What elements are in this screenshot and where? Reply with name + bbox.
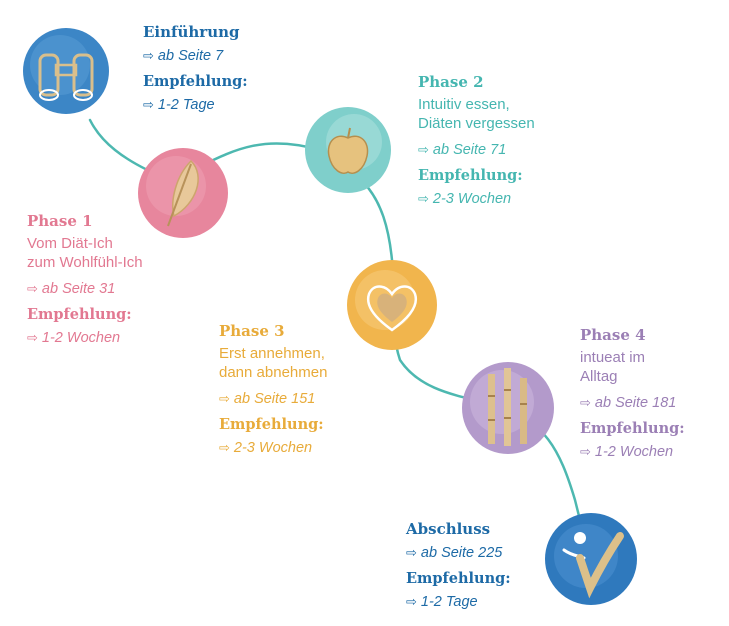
feather-icon <box>138 148 228 238</box>
outro-circle <box>542 510 640 608</box>
phase3-circle <box>345 258 439 352</box>
phase4-desc: intueat im Alltag <box>580 349 646 385</box>
phase2-rec-label: Empfehlung: <box>418 167 523 184</box>
outro-block: Abschluss ⇨ab Seite 225 Empfehlung: ⇨1-2… <box>406 518 511 614</box>
outro-rec-label: Empfehlung: <box>406 570 511 587</box>
phase1-page: ⇨ab Seite 31 <box>27 281 116 297</box>
bamboo-icon <box>462 362 554 454</box>
phase4-circle <box>460 360 556 456</box>
arrow-icon: ⇨ <box>418 142 429 157</box>
arrow-icon: ⇨ <box>219 391 230 406</box>
phase1-rec: ⇨1-2 Wochen <box>27 330 121 346</box>
phase4-title: Phase 4 <box>580 326 646 344</box>
phase1-desc: Vom Diät-Ich zum Wohlfühl-Ich <box>27 235 143 271</box>
arrow-icon: ⇨ <box>580 444 591 459</box>
phase1-title: Phase 1 <box>27 212 93 230</box>
phase4-rec-label: Empfehlung: <box>580 420 685 437</box>
phase3-title: Phase 3 <box>219 322 285 340</box>
phase3-block: Phase 3 Erst annehmen, dann abnehmen ⇨ab… <box>219 320 327 460</box>
phase4-page: ⇨ab Seite 181 <box>580 395 677 411</box>
phase2-rec: ⇨2-3 Wochen <box>418 191 512 207</box>
phase2-circle <box>302 104 394 196</box>
arrow-icon: ⇨ <box>143 48 154 63</box>
arrow-icon: ⇨ <box>418 191 429 206</box>
phase3-page: ⇨ab Seite 151 <box>219 391 316 407</box>
phase1-circle <box>136 146 230 240</box>
intro-block: Einführung ⇨ab Seite 7 Empfehlung: ⇨1-2 … <box>143 21 248 117</box>
phase3-rec-label: Empfehlung: <box>219 416 324 433</box>
arrow-icon: ⇨ <box>143 97 154 112</box>
heart-icon <box>347 260 437 350</box>
outro-title: Abschluss <box>406 520 491 538</box>
phase3-desc: Erst annehmen, dann abnehmen <box>219 345 328 381</box>
outro-page: ⇨ab Seite 225 <box>406 545 503 561</box>
intro-rec-label: Empfehlung: <box>143 73 248 90</box>
binoculars-icon <box>23 28 109 114</box>
arrow-icon: ⇨ <box>219 440 230 455</box>
intro-page: ⇨ab Seite 7 <box>143 48 224 64</box>
arrow-icon: ⇨ <box>406 594 417 609</box>
apple-icon <box>305 107 391 193</box>
intro-rec: ⇨1-2 Tage <box>143 97 215 113</box>
phase2-block: Phase 2 Intuitiv essen, Diäten vergessen… <box>418 71 535 211</box>
phase3-rec: ⇨2-3 Wochen <box>219 440 313 456</box>
phase2-page: ⇨ab Seite 71 <box>418 142 507 158</box>
phase4-block: Phase 4 intueat im Alltag ⇨ab Seite 181 … <box>580 324 685 464</box>
outro-rec: ⇨1-2 Tage <box>406 594 478 610</box>
arrow-icon: ⇨ <box>406 545 417 560</box>
intro-title: Einführung <box>143 23 240 41</box>
phase2-title: Phase 2 <box>418 73 484 91</box>
intro-circle <box>20 25 112 117</box>
arrow-icon: ⇨ <box>27 281 38 296</box>
phase1-block: Phase 1 Vom Diät-Ich zum Wohlfühl-Ich ⇨a… <box>27 210 143 350</box>
phase4-rec: ⇨1-2 Wochen <box>580 444 674 460</box>
arrow-icon: ⇨ <box>27 330 38 345</box>
person-checkmark-icon <box>545 513 637 605</box>
phase1-rec-label: Empfehlung: <box>27 306 132 323</box>
arrow-icon: ⇨ <box>580 395 591 410</box>
phase2-desc: Intuitiv essen, Diäten vergessen <box>418 96 535 132</box>
